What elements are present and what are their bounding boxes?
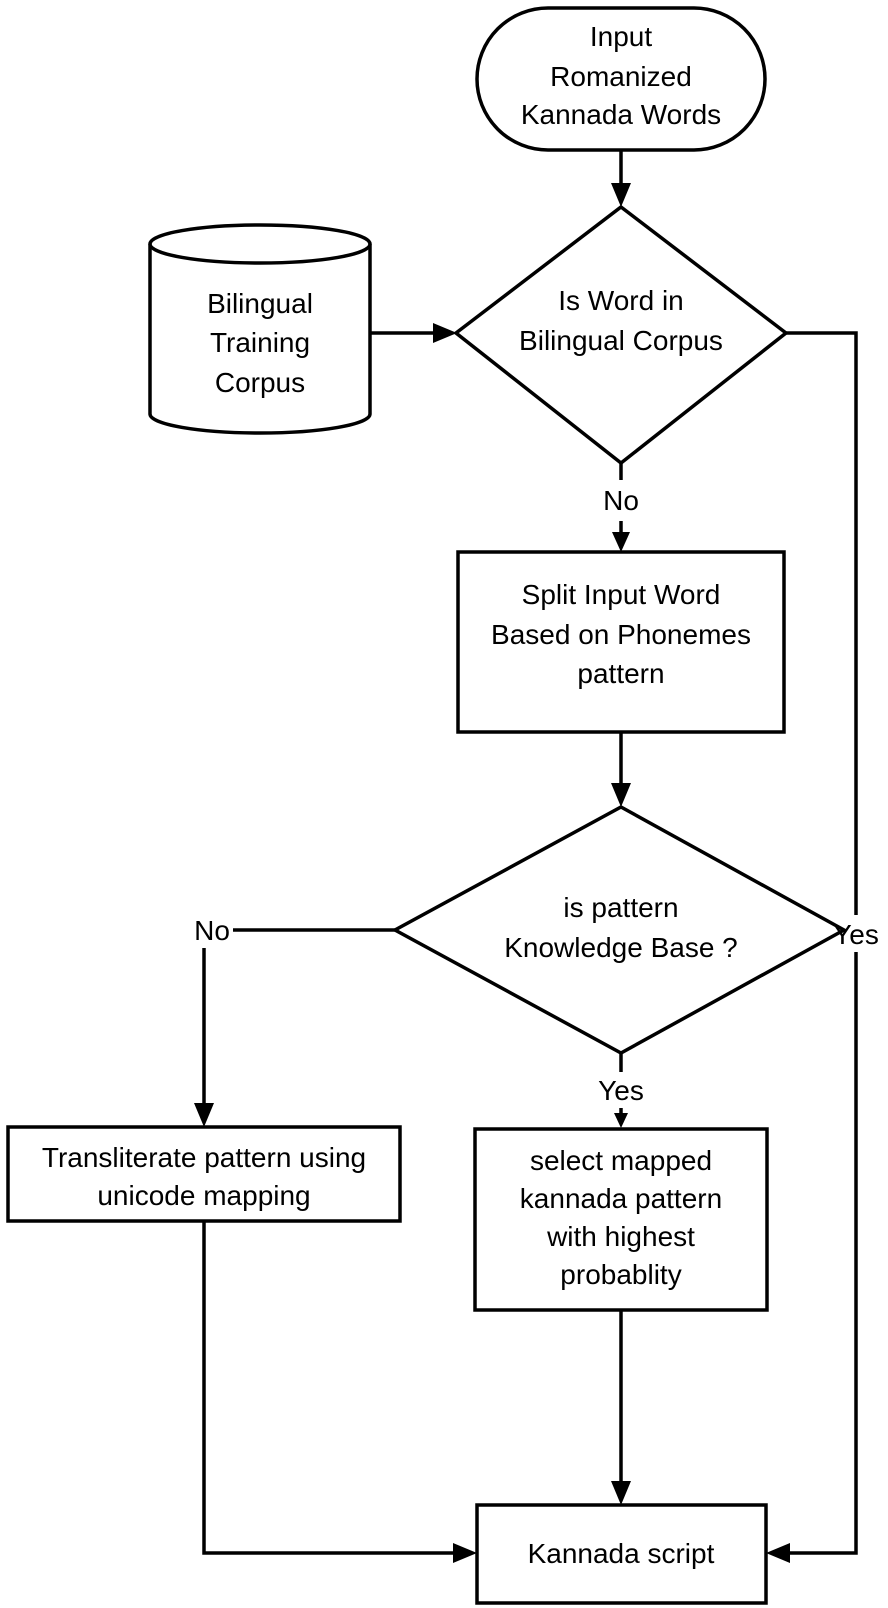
decision-word-in-corpus: Is Word in Bilingual Corpus: [453, 204, 789, 466]
select-line-4: probablity: [560, 1259, 681, 1290]
decision2-no-label: No: [194, 915, 230, 946]
decision-diamond: [391, 805, 848, 1055]
start-line-1: Input: [590, 21, 652, 52]
process-box: [473, 1127, 769, 1312]
edge-decision1-yes: [786, 331, 858, 915]
process-box: [6, 1125, 402, 1223]
edge-labels: No Yes No Yes: [194, 485, 879, 1106]
kannada-script-output: Kannada script: [475, 1503, 768, 1605]
cylinder-top: [148, 223, 372, 265]
edge-decision1-yes-lower: [788, 952, 858, 1555]
start-terminal: Input Romanized Kannada Words: [475, 6, 767, 152]
output-line-1: Kannada script: [528, 1538, 715, 1569]
connectors: [194, 150, 858, 1563]
arrowhead: [611, 183, 631, 207]
start-line-3: Kannada Words: [521, 99, 721, 130]
arrowhead: [614, 1113, 628, 1128]
decision2-yes-label: Yes: [598, 1075, 644, 1106]
decision1-yes-label: Yes: [833, 919, 879, 950]
split-line-2: Based on Phonemes: [491, 619, 751, 650]
arrowhead: [453, 1543, 477, 1563]
transliterate-line-1: Transliterate pattern using: [42, 1142, 366, 1173]
terminal-shape: [475, 6, 767, 152]
decision-diamond: [453, 204, 789, 466]
corpus-line-1: Bilingual: [207, 288, 313, 319]
select-mapped-pattern-process: select mapped kannada pattern with highe…: [473, 1127, 769, 1312]
start-line-2: Romanized: [550, 61, 692, 92]
edge-transliterate-to-output: [202, 1221, 455, 1555]
select-line-3: with highest: [546, 1221, 695, 1252]
split-line-3: pattern: [577, 658, 664, 689]
arrowhead: [433, 323, 457, 343]
split-input-word-process: Split Input Word Based on Phonemes patte…: [456, 550, 786, 734]
arrowhead: [611, 1481, 631, 1505]
decision1-line-2: Bilingual Corpus: [519, 325, 723, 356]
corpus-line-3: Corpus: [215, 367, 305, 398]
process-box: [475, 1503, 768, 1605]
arrowhead: [766, 1543, 790, 1563]
decision2-line-2: Knowledge Base ?: [504, 932, 738, 963]
decision1-line-1: Is Word in: [558, 285, 684, 316]
split-line-1: Split Input Word: [522, 579, 721, 610]
process-box: [456, 550, 786, 734]
arrowhead: [611, 783, 631, 807]
transliterate-line-2: unicode mapping: [97, 1180, 310, 1211]
decision2-line-1: is pattern: [563, 892, 678, 923]
training-corpus-database: Bilingual Training Corpus: [148, 223, 372, 435]
corpus-line-2: Training: [210, 327, 310, 358]
select-line-2: kannada pattern: [520, 1183, 722, 1214]
decision-pattern-in-knowledge-base: is pattern Knowledge Base ?: [391, 805, 848, 1055]
cylinder-body: [148, 244, 372, 435]
transliterate-process: Transliterate pattern using unicode mapp…: [6, 1125, 402, 1223]
select-line-1: select mapped: [530, 1145, 712, 1176]
arrowhead: [612, 532, 630, 552]
decision1-no-label: No: [603, 485, 639, 516]
arrowhead: [194, 1103, 214, 1127]
